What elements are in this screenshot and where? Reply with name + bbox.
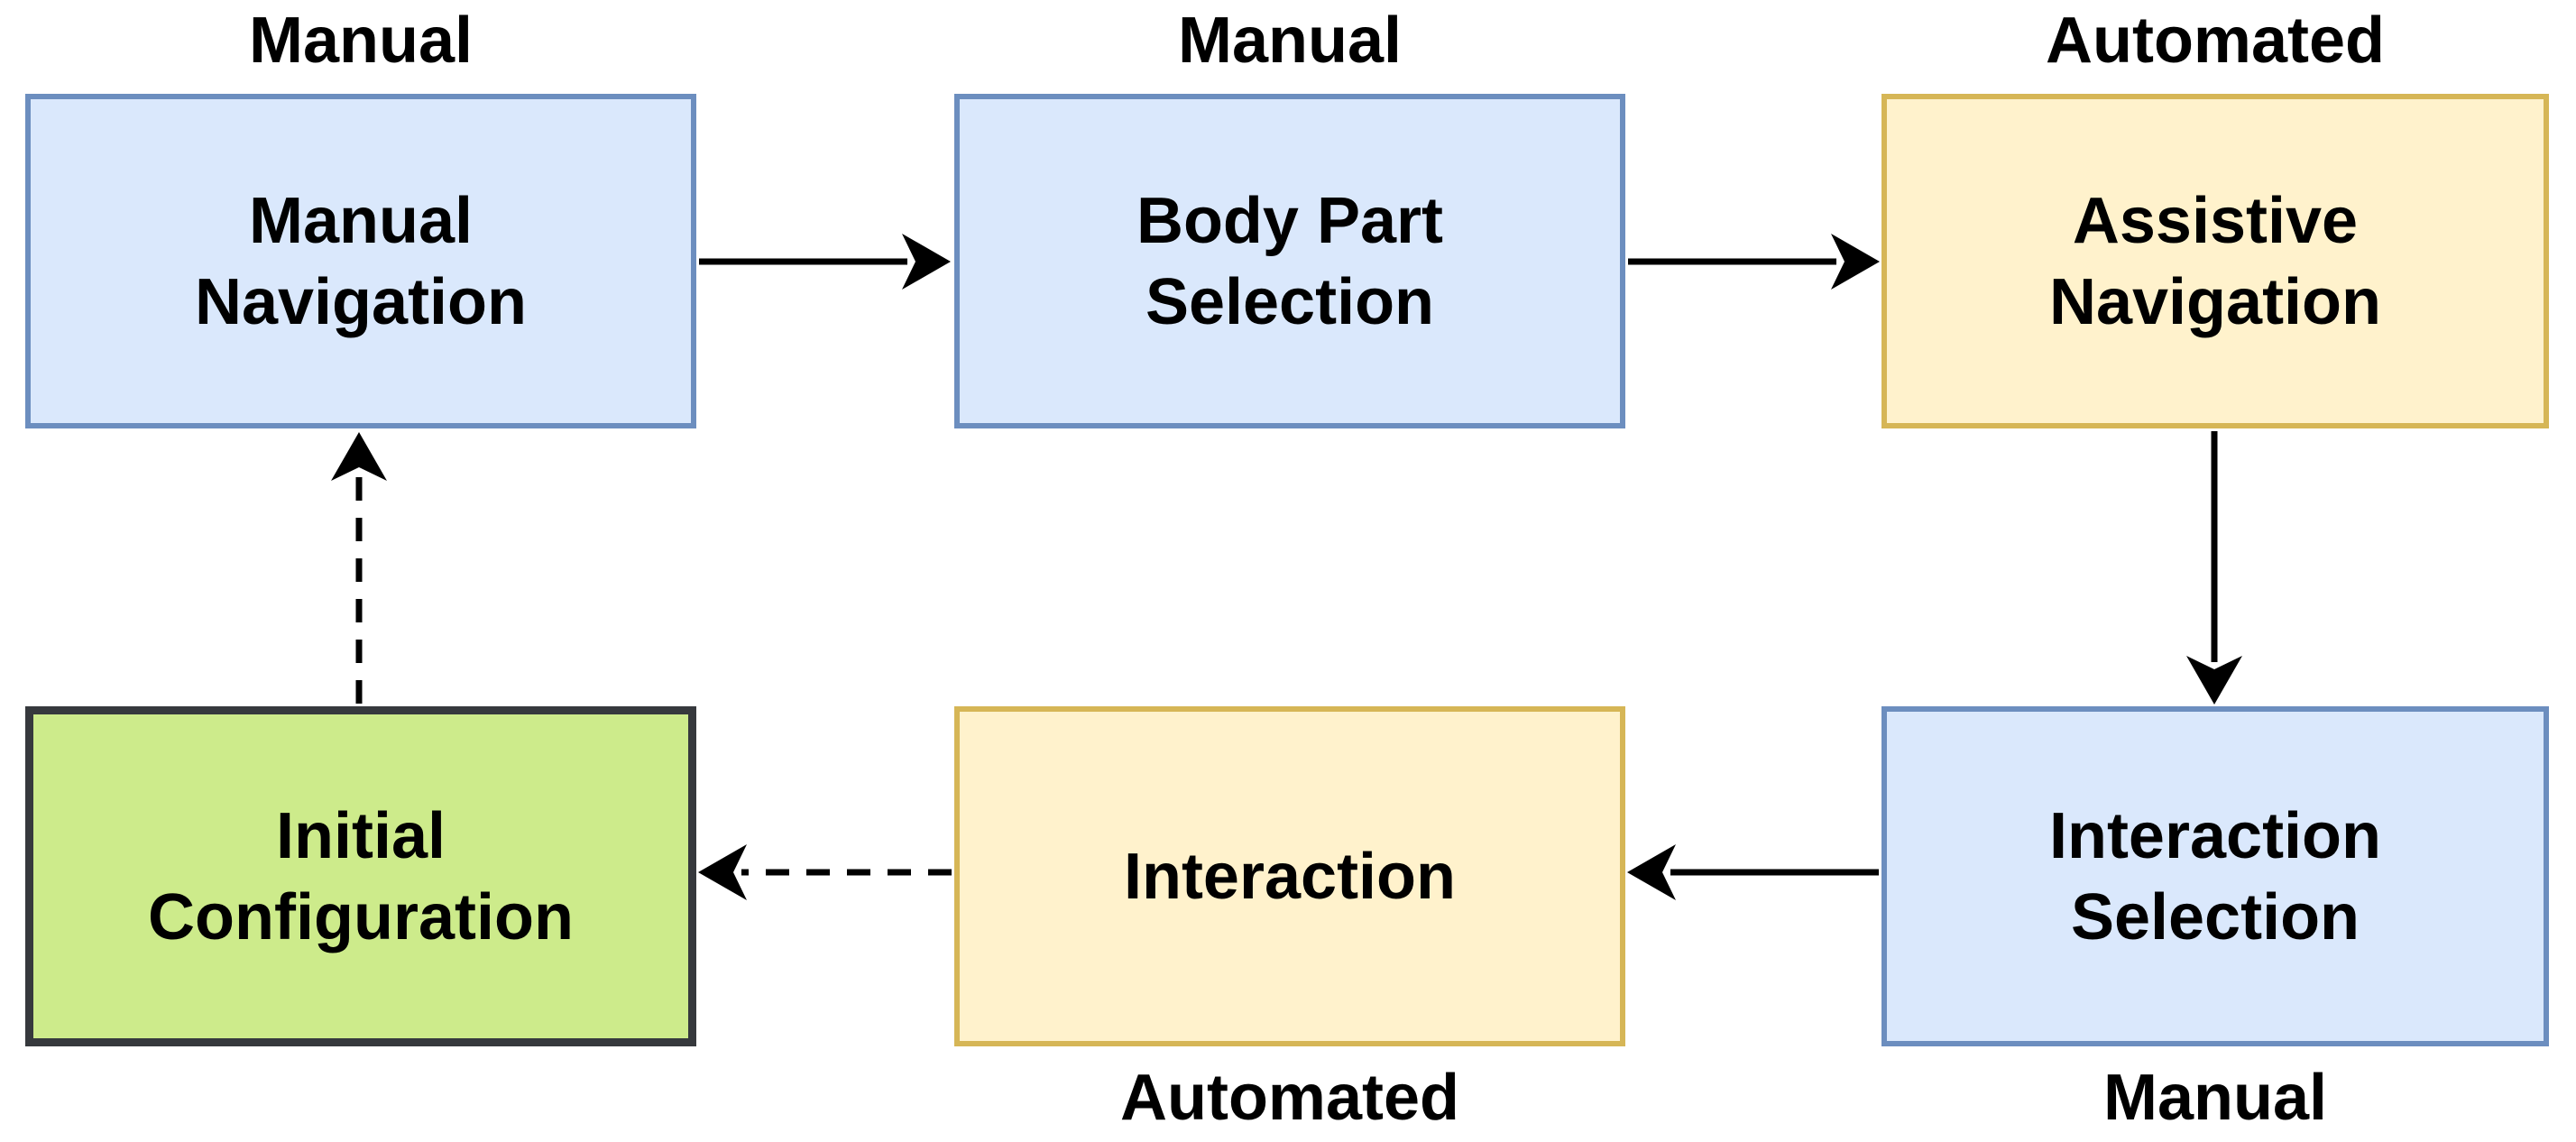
mode-label-assistive-navigation: Automated bbox=[2046, 5, 2385, 77]
edge-initial-configuration-to-manual-navigation bbox=[331, 432, 387, 704]
node-initial-configuration-label: Initial Configuration bbox=[148, 799, 574, 953]
arrowhead-up-icon bbox=[331, 432, 387, 481]
mode-label-interaction: Automated bbox=[1120, 1062, 1459, 1134]
mode-label-body-part-selection: Manual bbox=[1177, 5, 1403, 77]
arrowhead-left-icon bbox=[698, 844, 747, 900]
node-assistive-navigation-label: Assistive Navigation bbox=[2048, 184, 2382, 338]
mode-label-interaction-selection: Manual bbox=[2102, 1062, 2328, 1134]
node-manual-navigation-label: Manual Navigation bbox=[194, 184, 528, 338]
edge-interaction-to-initial-configuration bbox=[698, 844, 952, 900]
arrowhead-right-icon bbox=[1831, 234, 1880, 290]
edge-body-part-selection-to-assistive-navigation bbox=[1628, 234, 1880, 290]
node-initial-configuration: Initial Configuration bbox=[25, 706, 696, 1046]
mode-label-manual-navigation: Manual bbox=[248, 5, 474, 77]
edge-assistive-navigation-to-interaction-selection bbox=[2186, 431, 2242, 705]
node-interaction-selection-label: Interaction Selection bbox=[2048, 799, 2382, 953]
node-manual-navigation: Manual Navigation bbox=[25, 94, 696, 428]
edge-interaction-selection-to-interaction bbox=[1627, 844, 1879, 900]
edge-manual-navigation-to-body-part-selection bbox=[699, 234, 951, 290]
node-interaction-selection: Interaction Selection bbox=[1881, 706, 2549, 1046]
arrowhead-right-icon bbox=[902, 234, 951, 290]
node-assistive-navigation: Assistive Navigation bbox=[1881, 94, 2549, 428]
node-interaction-label: Interaction bbox=[1123, 840, 1457, 913]
arrowhead-left-icon bbox=[1627, 844, 1676, 900]
arrowhead-down-icon bbox=[2186, 656, 2242, 705]
node-interaction: Interaction bbox=[954, 706, 1625, 1046]
node-body-part-selection: Body Part Selection bbox=[954, 94, 1625, 428]
node-body-part-selection-label: Body Part Selection bbox=[1136, 184, 1444, 338]
